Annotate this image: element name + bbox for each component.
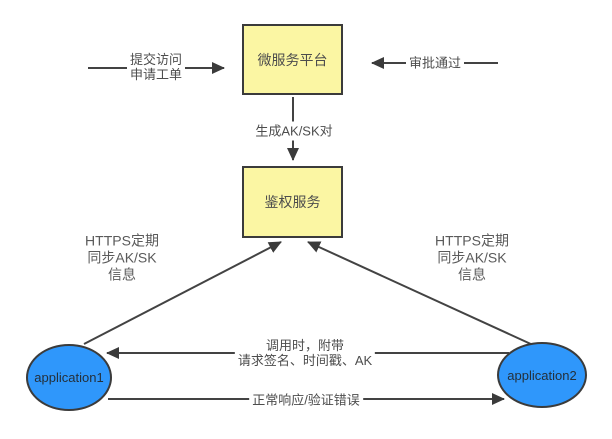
label-submit-ticket-line1: 提交访问: [129, 52, 183, 67]
node-application1: application1: [26, 344, 112, 411]
auth-service-label: 鉴权服务: [264, 194, 321, 210]
label-sync-right-line3: 信息: [457, 266, 486, 283]
label-submit-ticket: 提交访问 申请工单: [126, 50, 186, 84]
edge-sync-left-arrow: [83, 241, 282, 345]
application1-label: application1: [34, 370, 104, 385]
label-submit-ticket-line2: 申请工单: [129, 67, 183, 82]
application2-label: application2: [507, 367, 577, 383]
label-sync-right-line1: HTTPS定期: [435, 232, 509, 249]
label-sync-left-line3: 信息: [107, 266, 136, 283]
label-sync-aksk-left: HTTPS定期 同步AK/SK 信息: [85, 233, 159, 284]
node-application2: application2: [497, 342, 587, 408]
label-call-line2: 请求签名、时间戳、AK: [237, 353, 373, 368]
label-sync-aksk-right: HTTPS定期 同步AK/SK 信息: [435, 233, 509, 284]
label-call-line1: 调用时，附带: [265, 338, 344, 353]
label-call-with-signature: 调用时，附带 请求签名、时间戳、AK: [234, 336, 376, 370]
label-generate-aksk: 生成AK/SK对: [252, 121, 336, 141]
label-sync-left-line1: HTTPS定期: [85, 232, 159, 249]
label-response-or-error: 正常响应/验证错误: [249, 390, 363, 410]
node-auth-service: 鉴权服务: [242, 166, 343, 238]
label-sync-left-line2: 同步AK/SK: [87, 249, 157, 266]
label-approve-passed: 审批通过: [405, 53, 465, 73]
label-sync-right-line2: 同步AK/SK: [437, 249, 507, 266]
microservice-platform-label: 微服务平台: [257, 51, 328, 68]
edge-sync-right-arrow: [307, 241, 534, 346]
node-microservice-platform: 微服务平台: [242, 24, 343, 95]
